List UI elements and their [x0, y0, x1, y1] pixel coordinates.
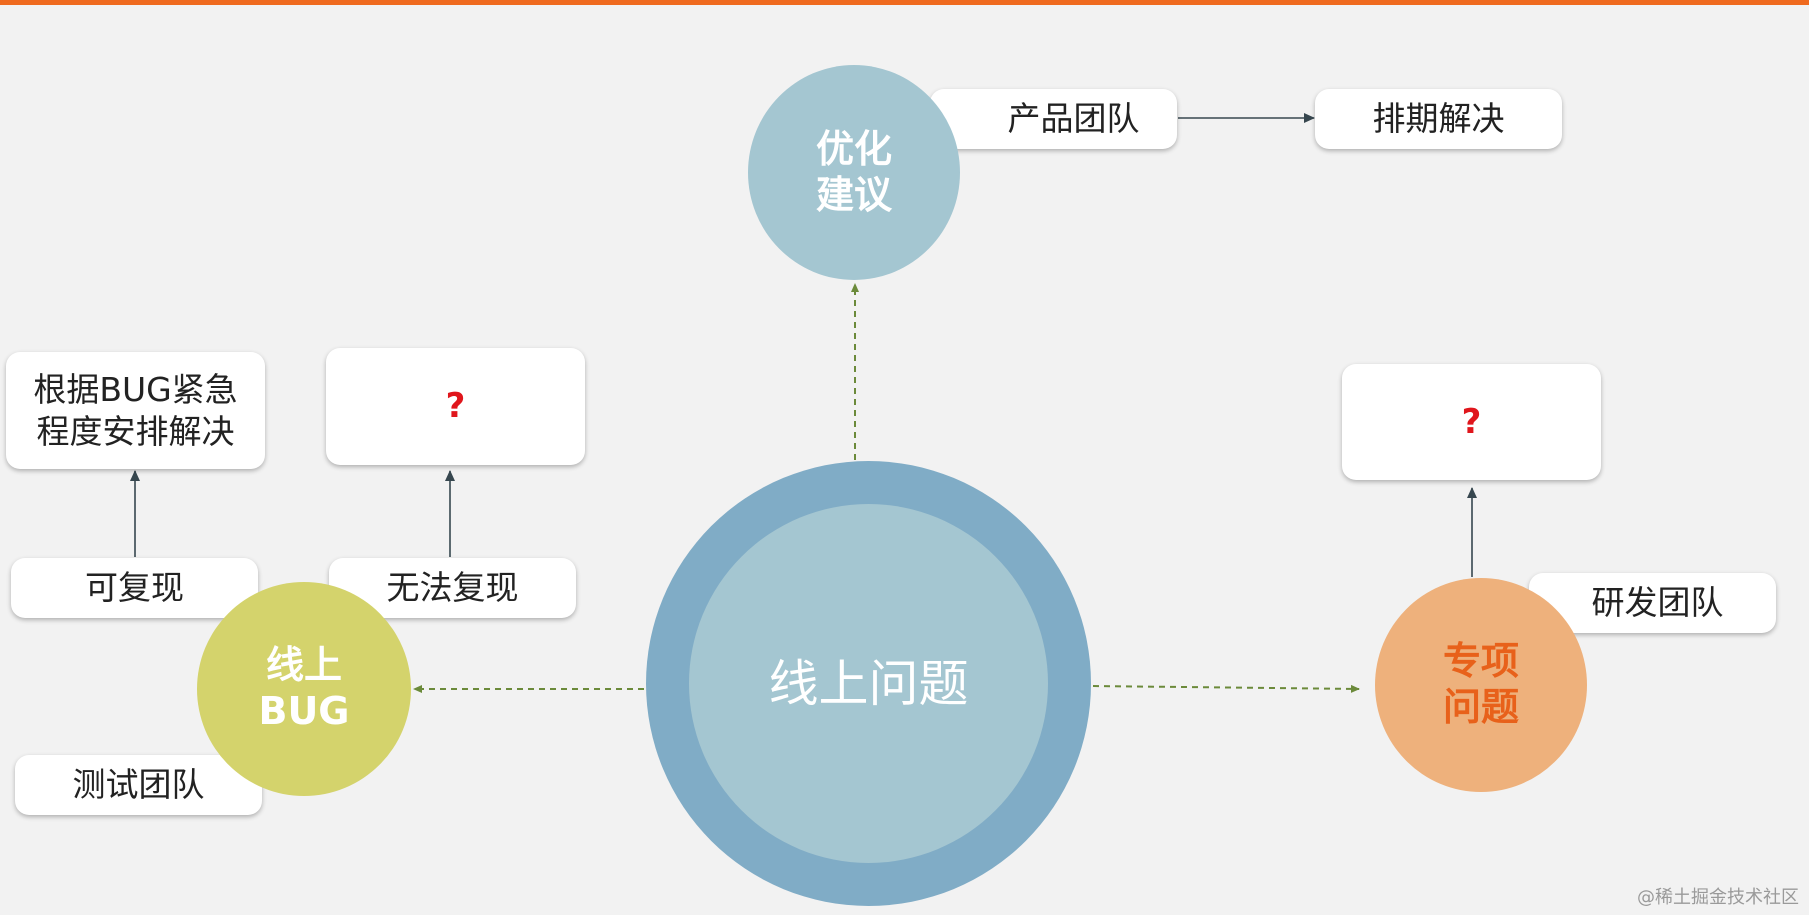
schedule-resolve-box: 排期解决 [1315, 89, 1562, 149]
bug-label-line-2: BUG [258, 689, 350, 733]
bug-label-line-1: 线上 [265, 643, 342, 688]
special-label-line-2: 问题 [1442, 685, 1519, 729]
watermark-text: @稀土掘金技术社区 [1637, 887, 1799, 908]
bug-action-line-1: 根据BUG紧急 [33, 370, 238, 410]
top-accent-bar [0, 0, 1809, 5]
test-team-box: 测试团队 [15, 755, 262, 815]
reproducible-box: 可复现 [11, 558, 258, 618]
optimize-suggestion-node: 优化 建议 [748, 65, 960, 280]
optimize-label-line-2: 建议 [815, 172, 892, 217]
not-reproducible-box: 无法复现 [329, 558, 576, 618]
dev-team-box: 研发团队 [1529, 573, 1776, 633]
center-label: 线上问题 [768, 654, 969, 713]
special-issue-node: 专项 问题 [1375, 578, 1587, 792]
online-issue-center-node: 线上问题 [689, 504, 1048, 863]
online-bug-node: 线上 BUG [197, 582, 411, 796]
special-action-box: ? [1342, 364, 1601, 480]
question-mark: ? [1461, 401, 1482, 442]
connector-center-to-special [1092, 684, 1360, 693]
optimize-label-line-1: 优化 [815, 126, 892, 171]
product-team-box: 产品团队 [930, 89, 1177, 149]
special-label-line-1: 专项 [1442, 639, 1519, 684]
bug-urgency-action-box: 根据BUG紧急 程度安排解决 [6, 352, 265, 469]
question-mark: ? [445, 386, 466, 427]
not-reproducible-action-box: ? [326, 348, 585, 465]
bug-action-line-2: 程度安排解决 [36, 411, 235, 451]
